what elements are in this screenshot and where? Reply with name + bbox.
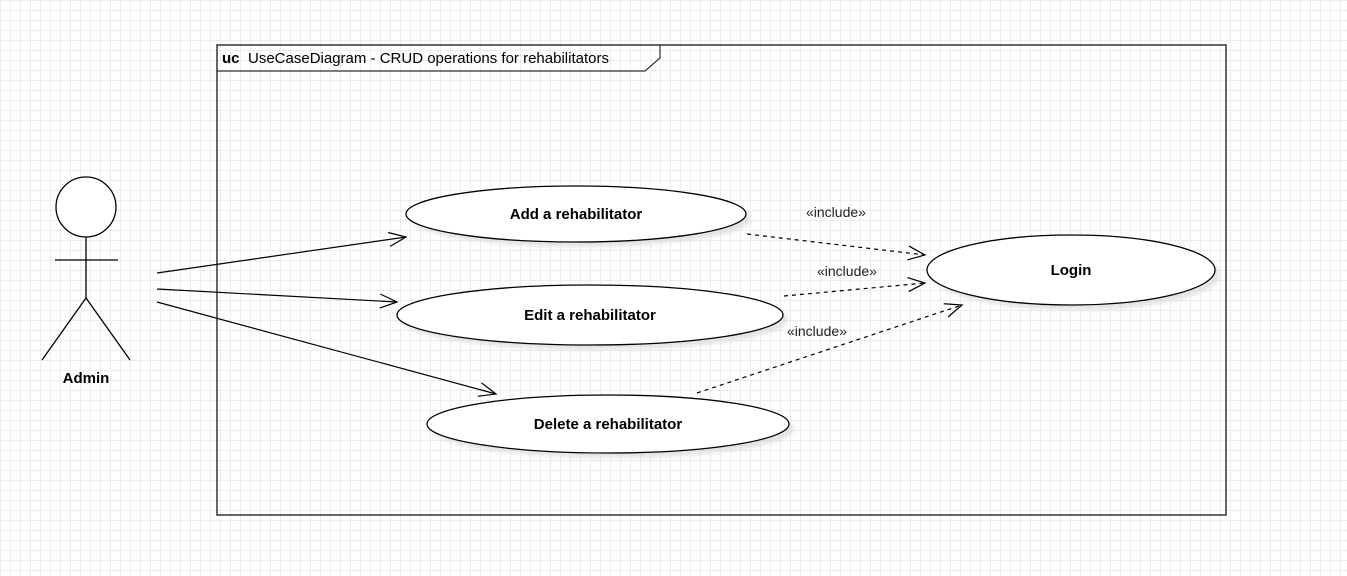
system-frame: uc UseCaseDiagram - CRUD operations for …: [216, 44, 1227, 516]
association-edit[interactable]: [156, 288, 399, 309]
include-label-add: «include»: [806, 204, 866, 220]
use-case-delete-label: Delete a rehabilitator: [534, 416, 683, 433]
use-case-edit[interactable]: Edit a rehabilitator: [396, 284, 784, 346]
actor-head: [55, 176, 117, 238]
use-case-add-shape: [405, 185, 747, 243]
actor-admin[interactable]: [41, 176, 131, 361]
association-delete[interactable]: [156, 301, 498, 397]
use-case-login[interactable]: Login: [926, 234, 1216, 306]
use-case-add[interactable]: Add a rehabilitator: [405, 185, 747, 243]
actor-right-leg: [85, 297, 131, 361]
include-dependencies: [696, 233, 964, 394]
include-edit-login[interactable]: [783, 277, 927, 297]
use-case-delete[interactable]: Delete a rehabilitator: [426, 394, 790, 454]
include-label-delete: «include»: [787, 323, 847, 339]
actor-label: Admin: [63, 370, 110, 387]
association-add[interactable]: [156, 231, 408, 274]
actor-left-leg: [41, 297, 87, 361]
use-case-delete-shape: [426, 394, 790, 454]
use-case-add-label: Add a rehabilitator: [510, 206, 643, 223]
frame-tab: [217, 45, 661, 72]
use-case-edit-shape: [396, 284, 784, 346]
include-label-edit: «include»: [817, 263, 877, 279]
include-delete-login[interactable]: [696, 303, 964, 394]
use-case-login-label: Login: [1051, 262, 1092, 279]
include-add-login[interactable]: [746, 233, 927, 261]
frame-title: UseCaseDiagram - CRUD operations for reh…: [248, 50, 609, 67]
frame-border: [216, 44, 1227, 516]
use-case-login-shape: [926, 234, 1216, 306]
use-case-edit-label: Edit a rehabilitator: [524, 307, 656, 324]
frame-keyword: uc: [222, 50, 240, 67]
associations: [156, 231, 498, 397]
